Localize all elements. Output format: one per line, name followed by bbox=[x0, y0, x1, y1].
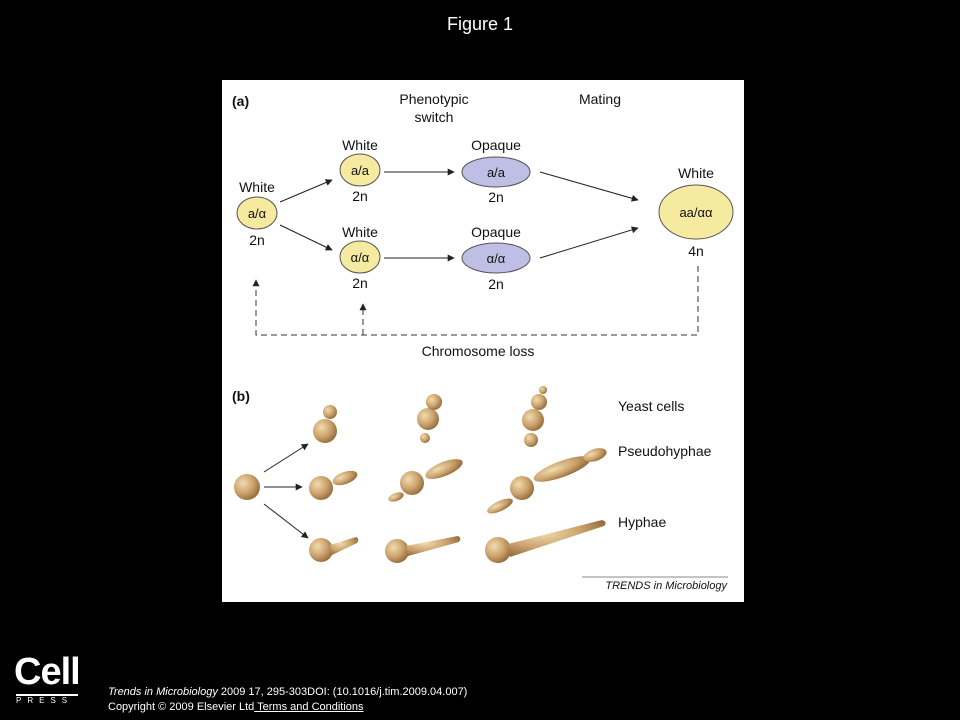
result-ploidy: 4n bbox=[688, 243, 704, 259]
opaque-bottom-cell bbox=[461, 242, 531, 274]
start-ploidy: 2n bbox=[249, 232, 265, 248]
opaque-top-ploidy: 2n bbox=[488, 189, 504, 205]
panel-a-label: (a) bbox=[232, 93, 249, 109]
figure-diagram: (a) Phenotypic switch Mating White a/α 2… bbox=[232, 91, 734, 592]
white-top-cell bbox=[339, 153, 381, 187]
cell-press-logo: Cell PRESS bbox=[14, 651, 81, 705]
arrow-to-yeast bbox=[263, 443, 309, 473]
white-bottom-cell bbox=[339, 240, 381, 274]
cell-logo-rule bbox=[16, 694, 78, 696]
mating-header: Mating bbox=[579, 91, 621, 107]
hyphae-stage-1 bbox=[309, 537, 359, 562]
hyphae-stage-3 bbox=[485, 520, 606, 563]
opaque-bottom-state: Opaque bbox=[471, 224, 521, 240]
cell-logo-press: PRESS bbox=[16, 696, 74, 705]
arrow-opaque-bottom-to-result bbox=[539, 226, 639, 259]
white-top-genotype: a/a bbox=[351, 163, 370, 178]
chromosome-loss-loop bbox=[252, 266, 699, 336]
arrow-start-to-white-top bbox=[279, 179, 333, 203]
arrow-to-hyphae bbox=[263, 503, 309, 539]
citation-block: Trends in Microbiology 2009 17, 295-303D… bbox=[108, 685, 467, 715]
yeast-stage-3 bbox=[522, 386, 547, 447]
phenotypic-header: Phenotypic bbox=[399, 91, 468, 107]
pseudohyphae-label: Pseudohyphae bbox=[618, 443, 712, 459]
start-state-label: White bbox=[239, 179, 275, 195]
hyphae-stage-2 bbox=[385, 536, 461, 563]
result-cell bbox=[658, 184, 734, 240]
opaque-top-cell bbox=[461, 156, 531, 188]
journal-name: Trends in Microbiology bbox=[108, 686, 218, 698]
yeast-stage-2 bbox=[417, 394, 442, 443]
opaque-top-genotype: a/a bbox=[487, 165, 506, 180]
white-top-ploidy: 2n bbox=[352, 188, 368, 204]
opaque-bottom-ploidy: 2n bbox=[488, 276, 504, 292]
citation-details: 2009 17, 295-303DOI: (10.1016/j.tim.2009… bbox=[217, 686, 468, 698]
arrow-start-to-white-bottom bbox=[279, 224, 333, 251]
white-bottom-state: White bbox=[342, 224, 378, 240]
citation-line: Trends in Microbiology 2009 17, 295-303D… bbox=[108, 685, 467, 700]
trends-credit: TRENDS in Microbiology bbox=[605, 580, 728, 592]
pseudohyphae-stage-2 bbox=[388, 459, 463, 502]
white-top-state: White bbox=[342, 137, 378, 153]
switch-header: switch bbox=[415, 109, 454, 125]
opaque-top-state: Opaque bbox=[471, 137, 521, 153]
start-cell bbox=[236, 196, 278, 230]
pseudohyphae-stage-1 bbox=[309, 470, 358, 500]
hyphae-label: Hyphae bbox=[618, 514, 666, 530]
figure-title: Figure 1 bbox=[446, 14, 514, 34]
yeast-stage-1 bbox=[313, 405, 337, 443]
opaque-bottom-genotype: α/α bbox=[487, 251, 506, 266]
white-bottom-ploidy: 2n bbox=[352, 275, 368, 291]
result-genotype: aa/αα bbox=[679, 205, 713, 220]
white-bottom-genotype: α/α bbox=[351, 250, 370, 265]
arrow-opaque-top-to-result bbox=[539, 171, 639, 202]
chromosome-loss-label: Chromosome loss bbox=[422, 343, 535, 359]
start-genotype: a/α bbox=[248, 206, 267, 221]
source-fungal-cell bbox=[234, 474, 260, 500]
yeast-cells-label: Yeast cells bbox=[618, 398, 684, 414]
cell-logo-word: Cell bbox=[14, 651, 81, 693]
pseudohyphae-stage-3 bbox=[487, 448, 607, 514]
result-state: White bbox=[678, 165, 714, 181]
copyright-line: Copyright © 2009 Elsevier Ltd Terms and … bbox=[108, 700, 467, 715]
panel-b-label: (b) bbox=[232, 388, 250, 404]
terms-link[interactable]: Terms and Conditions bbox=[254, 701, 364, 713]
copyright-text: Copyright © 2009 Elsevier Ltd bbox=[108, 701, 255, 713]
figure-panel: (a) Phenotypic switch Mating White a/α 2… bbox=[222, 80, 744, 602]
